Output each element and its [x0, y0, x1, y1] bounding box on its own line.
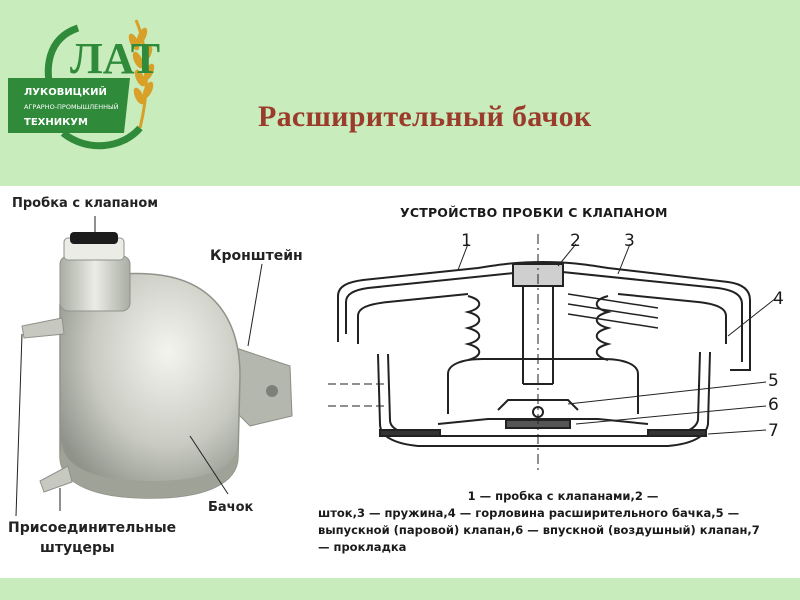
college-logo: ЛАТ ЛУКОВИЦКИЙ АГРАРНО-ПРОМЫШЛЕННЫЙ ТЕХН…	[8, 19, 160, 150]
diagram-title: УСТРОЙСТВО ПРОБКИ С КЛАПАНОМ	[400, 205, 668, 220]
fitting-bottom	[39, 465, 73, 493]
callout-5: 5	[768, 371, 779, 391]
callout-1: 1	[461, 231, 472, 251]
tank-bottom	[60, 441, 238, 498]
fitting-top	[21, 317, 65, 339]
callout-2: 2	[570, 231, 581, 251]
gasket	[379, 429, 441, 437]
tank-illustration	[15, 216, 293, 517]
cap-cross-section-diagram: 1 2 3 4 5 6 7	[328, 231, 784, 474]
caption-line-2: шток,3 — пружина,4 — горловина расширите…	[318, 506, 740, 520]
label-bracket: Кронштейн	[210, 248, 303, 264]
caption-line-3: выпускной (паровой) клапан,6 — впускной …	[318, 523, 760, 537]
logo-line-2: АГРАРНО-ПРОМЫШЛЕННЫЙ	[24, 102, 119, 111]
callout-7: 7	[768, 421, 779, 441]
label-cap: Пробка с клапаном	[12, 196, 158, 211]
tank-neck	[59, 255, 131, 312]
wheat-icon	[128, 19, 155, 129]
logo-line-3: ТЕХНИКУМ	[24, 117, 88, 128]
caption-line-4: — прокладка	[318, 540, 407, 554]
callout-3: 3	[624, 231, 635, 251]
label-tank: Бачок	[208, 500, 254, 515]
callout-6: 6	[768, 395, 779, 415]
diagram-caption: 1 — пробка с клапанами,2 — шток,3 — пруж…	[318, 488, 788, 556]
caption-line-1: 1 — пробка с клапанами,2 —	[467, 489, 659, 503]
slide-title: Расширительный бачок	[258, 100, 592, 133]
logo-banner	[8, 78, 130, 133]
label-fittings-1: Присоединительные	[8, 520, 177, 536]
label-fittings-2: штуцеры	[40, 540, 115, 556]
bracket-hole	[266, 385, 278, 397]
logo-monogram: ЛАТ	[70, 34, 160, 83]
slide-header	[0, 0, 800, 185]
cap-shell	[337, 260, 751, 371]
cap-top	[70, 232, 118, 244]
slide-footer	[0, 578, 800, 600]
callout-4: 4	[773, 289, 784, 309]
logo-line-1: ЛУКОВИЦКИЙ	[24, 85, 107, 98]
